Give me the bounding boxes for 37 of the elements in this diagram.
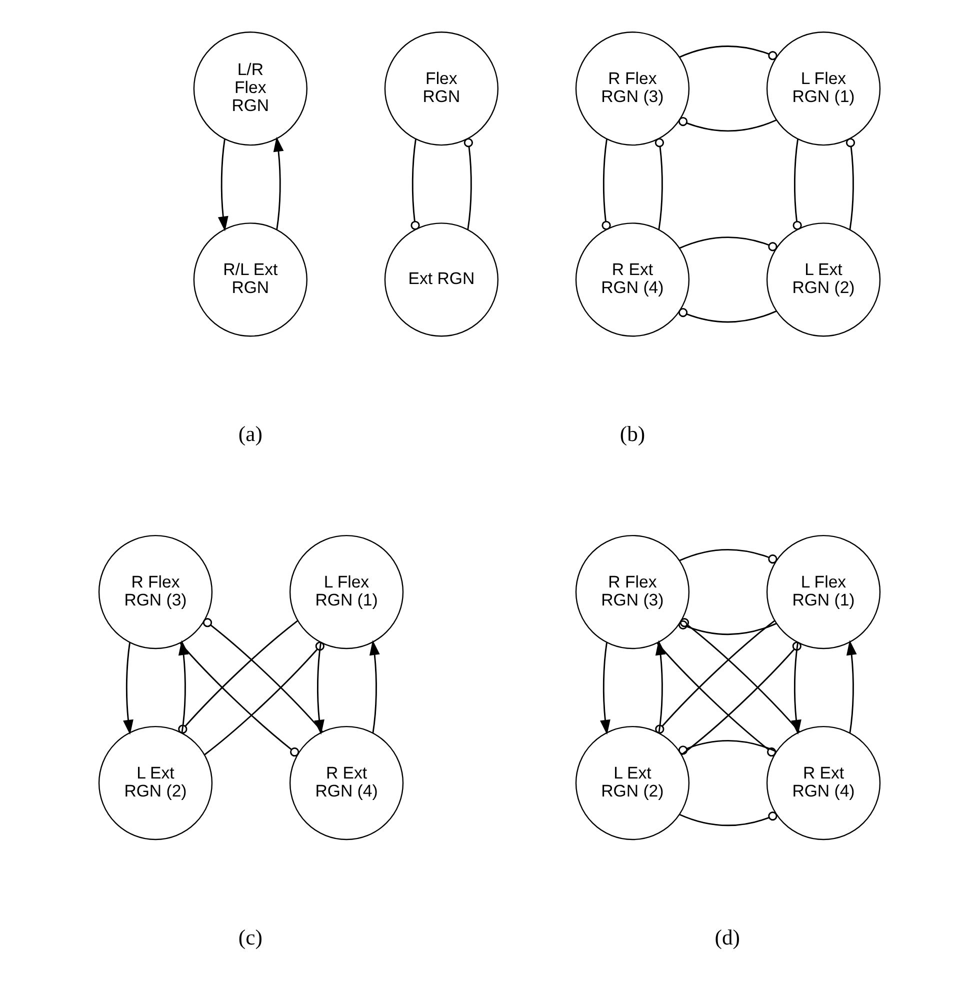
arrow — [369, 640, 380, 734]
label: (d) — [714, 926, 740, 950]
connector — [678, 308, 777, 323]
arrow — [123, 642, 134, 735]
label: (c) — [238, 926, 262, 950]
connector — [464, 138, 473, 230]
connector — [846, 138, 856, 230]
connector — [678, 620, 777, 636]
connector — [680, 618, 800, 732]
arrow — [218, 139, 228, 232]
node-circle: L Flex RGN (1) — [289, 534, 404, 650]
arrow — [273, 136, 284, 230]
node-circle: Ext RGN — [384, 222, 499, 337]
connector — [679, 236, 778, 252]
arrow — [846, 640, 857, 734]
node-circle: Flex RGN — [384, 32, 499, 146]
connector — [655, 620, 776, 734]
connector — [678, 740, 777, 755]
node-circle: L/R Flex RGN — [193, 32, 308, 146]
node-circle: R/L Ext RGN — [193, 222, 308, 337]
arrow — [655, 640, 666, 734]
connector — [678, 116, 777, 132]
arrow — [178, 640, 189, 734]
connector — [679, 46, 778, 60]
label: (b) — [620, 422, 646, 446]
connector — [792, 139, 802, 230]
connector — [656, 642, 776, 757]
connector — [654, 138, 664, 230]
connector — [679, 812, 778, 826]
connector — [180, 642, 300, 757]
connector — [202, 618, 324, 732]
connector — [410, 139, 420, 230]
connector — [178, 620, 298, 734]
connector — [679, 549, 778, 564]
arrow — [600, 642, 610, 735]
label: (a) — [238, 422, 262, 446]
connector — [602, 139, 611, 230]
